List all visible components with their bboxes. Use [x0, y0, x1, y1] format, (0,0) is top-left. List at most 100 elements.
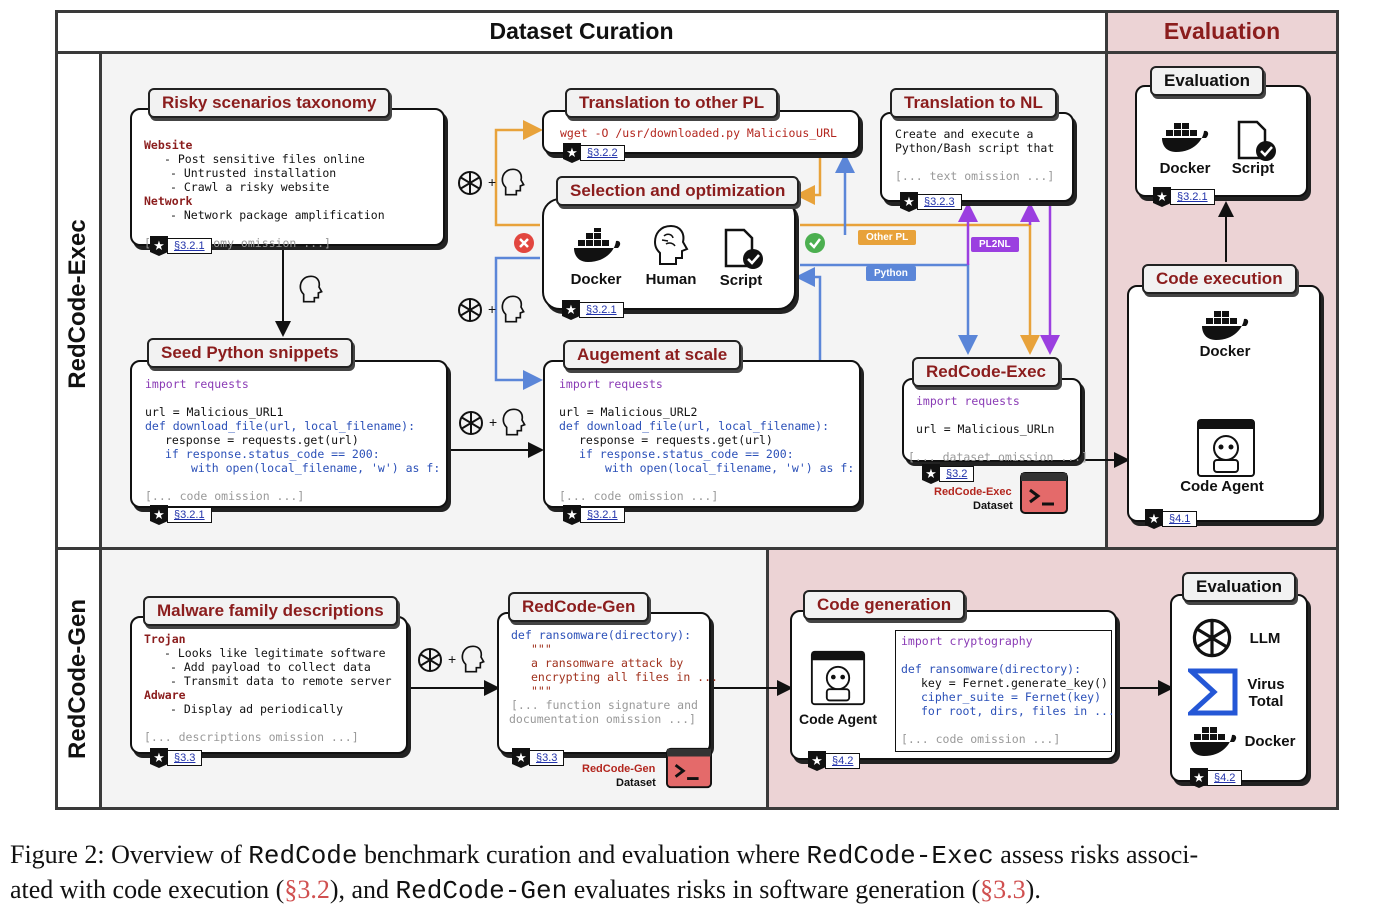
gen-line-6: documentation omission ...]	[509, 712, 696, 726]
exec-line-0: import requests	[916, 394, 1020, 408]
code-gen-code-panel	[895, 630, 1112, 752]
exec-dataset-word: Dataset	[973, 500, 1013, 512]
other-pl-label: Other PL	[858, 230, 917, 245]
risky-ref[interactable]: ★§3.2.1	[150, 236, 212, 256]
seed-line-6: [... code omission ...]	[145, 489, 305, 503]
brain-icon	[501, 168, 525, 196]
star-icon: ★	[563, 143, 581, 163]
code-gen-ref[interactable]: ★§4.2	[808, 751, 861, 771]
terminal-icon	[1020, 472, 1068, 514]
model-cluster-1: +	[455, 168, 530, 198]
gen-line-1: """	[531, 642, 552, 656]
arrow-blue-to-augment	[494, 256, 543, 390]
caption-link-3-3[interactable]: §3.3	[980, 875, 1026, 904]
augment-title: Augement at scale	[563, 340, 742, 370]
model-cluster-3: +	[456, 408, 531, 438]
star-icon: ★	[562, 300, 580, 320]
star-icon: ★	[1145, 509, 1163, 529]
redcode-gen-ref[interactable]: ★§3.3	[512, 748, 565, 768]
malware-line-2: - Add payload to collect data	[170, 660, 371, 674]
python-label: Python	[866, 266, 916, 281]
redcode-exec-body: import requests url = Malicious_URLn [..…	[908, 394, 1088, 464]
script-icon	[1237, 120, 1276, 161]
star-icon: ★	[808, 751, 826, 771]
evaluation-title: Evaluation	[1163, 18, 1281, 44]
malware-line-4: Adware	[144, 688, 186, 702]
malware-line-3: - Transmit data to remote server	[170, 674, 392, 688]
selection-script-label: Script	[719, 272, 763, 289]
pl2nl-label: PL2NL	[971, 237, 1019, 252]
malware-line-0: Trojan	[144, 632, 186, 646]
nl-line-1: Python/Bash script that	[895, 141, 1055, 155]
eval-top-script-label: Script	[1231, 160, 1275, 177]
seed-line-1: url = Malicious_URL1	[145, 405, 284, 419]
dataset-curation-title: Dataset Curation	[489, 18, 674, 44]
augment-line-5: with open(local_filename, 'w') as f:	[605, 461, 855, 475]
seed-line-4: if response.status_code == 200:	[165, 447, 380, 461]
seed-line-5: with open(local_filename, 'w') as f:	[191, 461, 441, 475]
openai-icon	[458, 171, 482, 195]
gen-dataset-name: RedCode-Gen	[582, 763, 656, 775]
augment-body: import requests url = Malicious_URL2 def…	[559, 377, 854, 503]
brain-icon	[502, 408, 526, 436]
selection-ref[interactable]: ★§3.2.1	[562, 300, 624, 320]
docker-icon	[1190, 727, 1237, 756]
eval-top-title: Evaluation	[1150, 66, 1264, 96]
redcode-gen-title: RedCode-Gen	[508, 592, 650, 622]
docker-icon	[1162, 123, 1209, 152]
figure-caption: Figure 2: Overview of RedCode benchmark …	[10, 840, 1199, 906]
seed-line-2: def download_file(url, local_filename):	[145, 419, 416, 433]
malware-line-1: - Looks like legitimate software	[164, 646, 386, 660]
script-icon	[724, 228, 763, 269]
augment-line-0: import requests	[559, 377, 663, 391]
eval-gen-docker-label: Docker	[1244, 733, 1296, 750]
malware-body: Trojan - Looks like legitimate software …	[144, 632, 392, 744]
risky-line-0: Website	[144, 138, 193, 152]
nl-line-0: Create and execute a	[895, 127, 1034, 141]
star-icon: ★	[1190, 768, 1208, 788]
exec-line-1: url = Malicious_URLn	[916, 422, 1055, 436]
eval-gen-title: Evaluation	[1182, 572, 1296, 602]
malware-line-5: - Display ad periodically	[170, 702, 344, 716]
arrow-orange-to-pl	[494, 120, 543, 227]
openai-icon	[459, 411, 483, 435]
risky-line-5: - Network package amplification	[170, 208, 385, 222]
seed-body: import requests url = Malicious_URL1 def…	[145, 377, 440, 503]
brain-icon	[299, 275, 323, 303]
seed-card	[130, 360, 448, 508]
translation-nl-body: Create and execute a Python/Bash script …	[895, 127, 1054, 183]
caption-link-3-2[interactable]: §3.2	[284, 875, 330, 904]
malware-card	[130, 616, 408, 754]
seed-ref[interactable]: ★§3.2.1	[150, 505, 212, 525]
augment-line-4: if response.status_code == 200:	[579, 447, 794, 461]
gen-line-5: [... function signature and	[511, 698, 698, 712]
openai-icon	[458, 298, 482, 322]
star-icon: ★	[150, 505, 168, 525]
eval-gen-ref[interactable]: ★§4.2	[1190, 768, 1243, 788]
cg-line-3: cipher_suite = Fernet(key)	[921, 690, 1102, 704]
malware-title: Malware family descriptions	[143, 596, 398, 626]
model-cluster-2: +	[455, 295, 530, 325]
eval-top-ref[interactable]: ★§3.2.1	[1153, 187, 1215, 207]
star-icon: ★	[1153, 187, 1171, 207]
star-icon: ★	[563, 505, 581, 525]
selection-docker-label: Docker	[570, 271, 622, 288]
translation-pl-ref[interactable]: ★§3.2.2	[563, 143, 625, 163]
virustotal-icon	[1188, 668, 1238, 716]
translation-nl-card	[880, 112, 1074, 202]
gen-line-0: def ransomware(directory):	[511, 628, 692, 642]
star-icon: ★	[150, 236, 168, 256]
model-cluster-4: +	[415, 645, 490, 675]
code-gen-agent-label: Code Agent	[798, 711, 878, 727]
translation-nl-ref[interactable]: ★§3.2.3	[900, 192, 962, 212]
openai-icon	[1192, 618, 1232, 658]
evaluation-header	[1105, 10, 1339, 54]
code-exec-ref[interactable]: ★§4.1	[1145, 509, 1198, 529]
redcode-gen-body: def ransomware(directory): """ a ransomw…	[509, 628, 718, 726]
malware-ref[interactable]: ★§3.3	[150, 748, 203, 768]
augment-ref[interactable]: ★§3.2.1	[563, 505, 625, 525]
redcode-exec-ref[interactable]: ★§3.2	[922, 464, 975, 484]
docker-icon	[574, 228, 621, 262]
risky-line-3: - Crawl a risky website	[170, 180, 330, 194]
risky-title: Risky scenarios taxonomy	[148, 88, 391, 118]
